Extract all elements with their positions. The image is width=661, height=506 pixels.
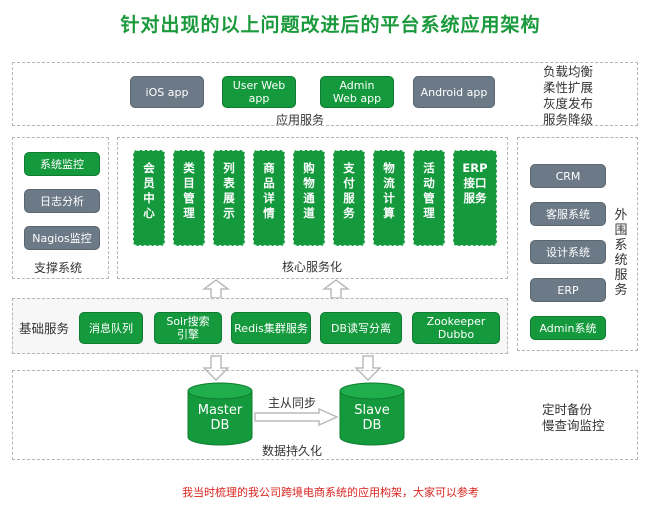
app-ios: iOS app (130, 76, 204, 108)
base-label: 基础服务 (19, 321, 70, 336)
core-shopping: 购物通道 (293, 150, 325, 246)
app-layer-side-notes: 负载均衡 柔性扩展 灰度发布 服务降级 (543, 64, 594, 127)
base-redis: Redis集群服务 (231, 312, 311, 344)
core-category: 类目管理 (173, 150, 205, 246)
base-db-split: DB读写分离 (320, 312, 402, 344)
core-payment: 支付服务 (333, 150, 365, 246)
core-label: 核心服务化 (282, 260, 343, 274)
base-solr: Solr搜索引擎 (154, 312, 222, 344)
arrow-up-left (201, 279, 231, 299)
external-label: 外围系统服务 (614, 208, 628, 298)
app-admin-web: Admin Web app (320, 76, 394, 108)
support-monitor: 系统监控 (24, 152, 100, 176)
sync-arrow (254, 407, 339, 427)
app-layer-label: 应用服务 (276, 113, 325, 127)
external-design: 设计系统 (530, 240, 606, 264)
core-activity: 活动管理 (413, 150, 445, 246)
app-layer (12, 62, 638, 126)
slave-db-icon (339, 382, 405, 446)
core-member: 会员中心 (133, 150, 165, 246)
slave-db: Slave DB (354, 403, 390, 433)
persist-layer (12, 370, 638, 460)
persist-label: 数据持久化 (262, 444, 323, 458)
master-db: Master DB (197, 403, 243, 433)
core-logistics: 物流计算 (373, 150, 405, 246)
app-user-web: User Web app (222, 76, 296, 108)
app-android: Android app (413, 76, 495, 108)
core-product: 商品详情 (253, 150, 285, 246)
base-mq: 消息队列 (79, 312, 143, 344)
sync-label: 主从同步 (268, 396, 317, 410)
external-erp: ERP (530, 278, 606, 302)
base-zookeeper: Zookeeper Dubbo (412, 312, 500, 344)
persist-side-notes: 定时备份 慢查询监控 (542, 402, 605, 433)
support-label: 支撑系统 (34, 261, 83, 275)
arrow-up-right (321, 279, 351, 299)
support-nagios: Nagios监控 (24, 226, 100, 250)
external-cs: 客服系统 (530, 202, 606, 226)
support-log: 日志分析 (24, 189, 100, 213)
core-list: 列表展示 (213, 150, 245, 246)
external-layer (517, 137, 638, 351)
external-crm: CRM (530, 164, 606, 188)
external-admin: Admin系统 (530, 316, 606, 340)
core-erp: ERP接口服务 (453, 150, 497, 246)
master-db-icon (187, 382, 253, 446)
arrow-down-right (354, 355, 382, 382)
page-title: 针对出现的以上问题改进后的平台系统应用架构 (120, 14, 541, 36)
core-layer (117, 137, 508, 279)
support-layer (12, 137, 109, 279)
caption: 我当时梳理的我公司跨境电商系统的应用构架，大家可以参考 (182, 486, 479, 499)
arrow-down-left (202, 355, 230, 382)
